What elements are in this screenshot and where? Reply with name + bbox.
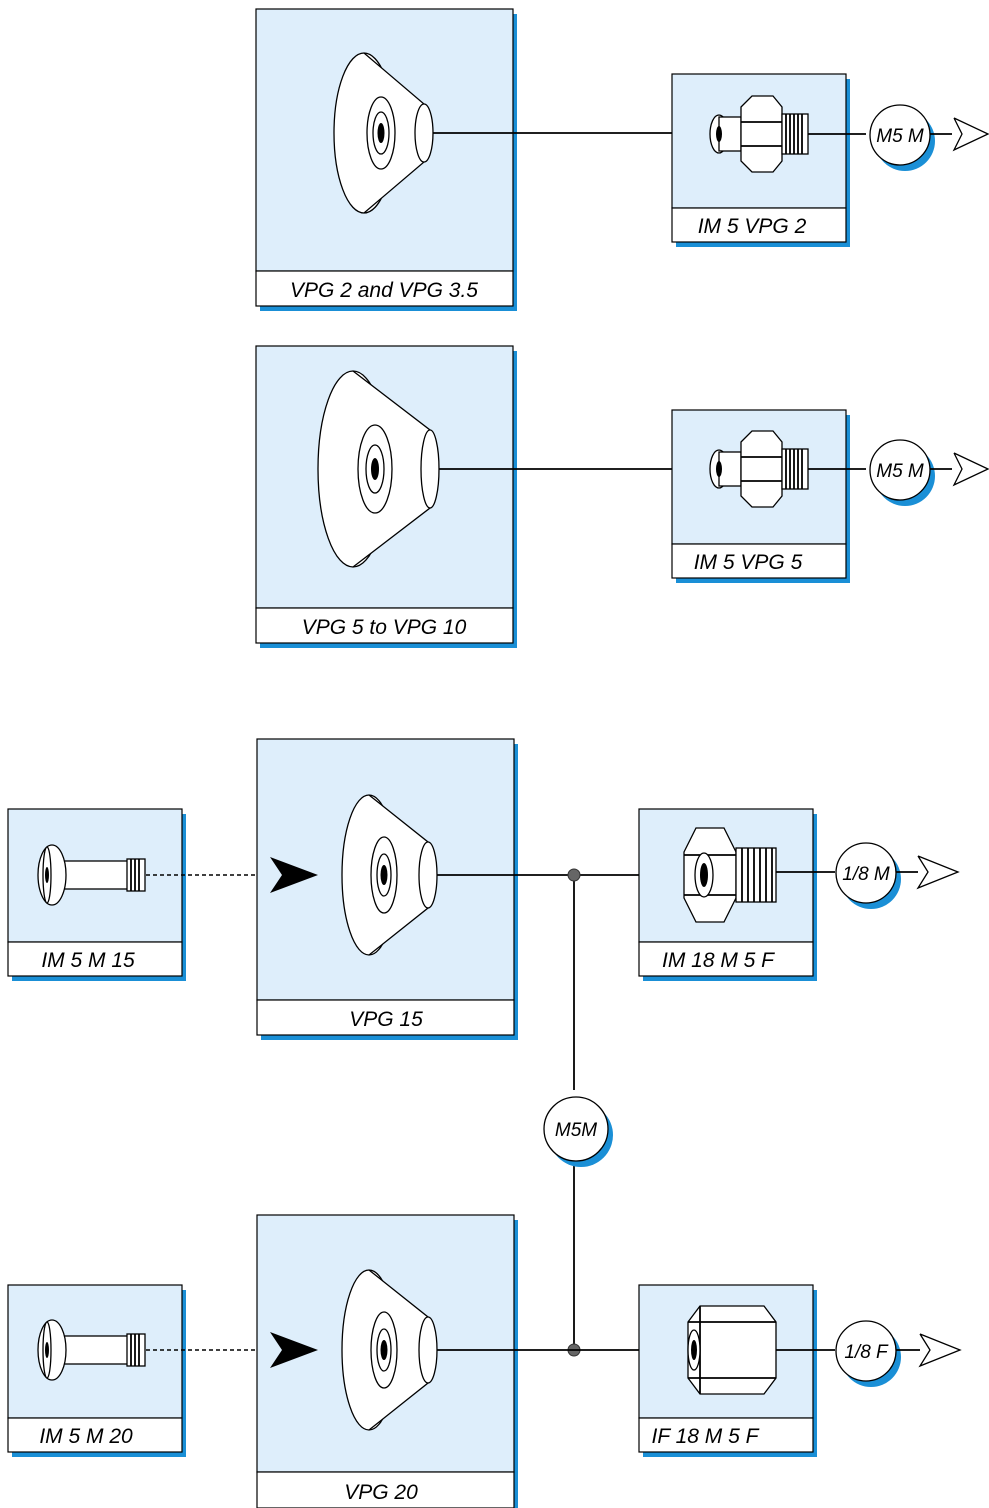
insert-arrow-icon <box>270 857 318 893</box>
suction-cup-icon <box>341 794 438 956</box>
adapter-if18m5f-caption: IF 18 M 5 F <box>652 1425 760 1448</box>
adapter-im5vpg2-block: IM 5 VPG 2 <box>671 73 850 247</box>
output-arrow-icon <box>952 117 989 152</box>
cup-vpg2-caption: VPG 2 and VPG 3.5 <box>290 279 478 302</box>
suction-cup-icon <box>333 52 434 214</box>
stud-im5m15-caption: IM 5 M 15 <box>41 949 135 972</box>
thread-label: M5M <box>555 1120 597 1141</box>
thread-label: M5 M <box>876 461 924 482</box>
output-arrow-icon <box>916 855 960 890</box>
adapter-im5vpg5-caption: IM 5 VPG 5 <box>694 551 803 574</box>
output-arrow-icon <box>918 1333 962 1368</box>
thread-eighth-m-badge: 1/8 M <box>835 842 901 909</box>
cup-vpg5-caption: VPG 5 to VPG 10 <box>302 616 467 639</box>
threaded-stud-icon <box>37 1319 146 1381</box>
insert-arrow-icon <box>270 1332 318 1368</box>
stud-im5m15-block: IM 5 M 15 <box>7 808 186 981</box>
adapter-im18m5f-caption: IM 18 M 5 F <box>662 949 775 972</box>
junction-node <box>567 868 581 882</box>
adapter-fitting-icon <box>709 95 809 173</box>
cup-vpg20-caption: VPG 20 <box>344 1481 418 1504</box>
output-arrow-icon <box>952 452 989 487</box>
suction-cup-icon <box>317 370 440 568</box>
adapter-im5vpg5-block: IM 5 VPG 5 <box>671 409 850 583</box>
thread-m5m-a-badge: M5 M <box>869 104 935 171</box>
thread-label: 1/8 F <box>844 1342 889 1363</box>
cup-vpg20-block: VPG 20 <box>256 1214 518 1508</box>
suction-cup-icon <box>341 1269 438 1431</box>
stud-im5m20-caption: IM 5 M 20 <box>39 1425 133 1448</box>
adapter-if18m5f-block: IF 18 M 5 F <box>638 1284 817 1457</box>
adapter-fitting-icon <box>683 827 777 923</box>
adapter-im18m5f-block: IM 18 M 5 F <box>638 808 817 981</box>
thread-label: M5 M <box>876 126 924 147</box>
cup-vpg15-caption: VPG 15 <box>349 1008 423 1031</box>
cup-vpg15-block: VPG 15 <box>256 738 518 1040</box>
adapter-fitting-icon <box>709 430 809 508</box>
stud-im5m20-block: IM 5 M 20 <box>7 1284 186 1457</box>
cup-vpg5-block: VPG 5 to VPG 10 <box>255 345 517 648</box>
thread-label: 1/8 M <box>842 864 890 885</box>
female-adapter-icon <box>687 1305 777 1395</box>
thread-eighth-f-badge: 1/8 F <box>835 1320 901 1387</box>
threaded-stud-icon <box>37 844 146 906</box>
adapter-im5vpg2-caption: IM 5 VPG 2 <box>698 215 807 238</box>
cup-vpg2-block: VPG 2 and VPG 3.5 <box>255 8 517 311</box>
thread-m5m-b-badge: M5 M <box>869 439 935 506</box>
thread-m5m-center-badge: M5M <box>543 1096 613 1167</box>
